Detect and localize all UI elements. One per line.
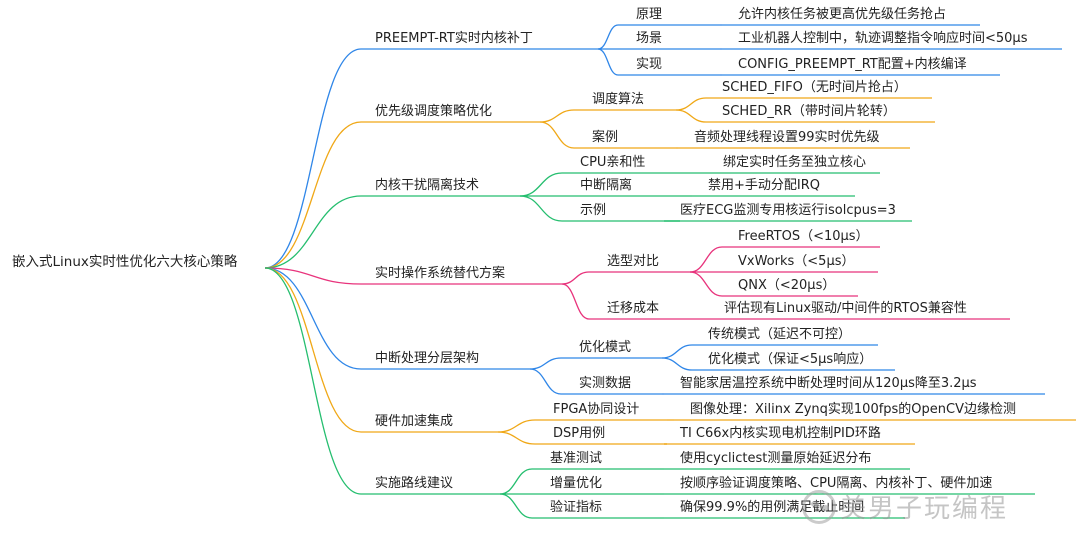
sub-node: 原理: [636, 7, 663, 22]
sub-node: 基准测试: [550, 451, 603, 466]
leaf-connector: [689, 271, 723, 297]
leaf-node: 优化模式（保证<5μs响应）: [708, 352, 873, 367]
leaf-node: 按顺序验证调度策略、CPU隔离、内核补丁、硬件加速: [680, 476, 993, 491]
leaf-connector: [675, 97, 707, 111]
sub-node: 迁移成本: [607, 301, 660, 316]
branch-connector: [264, 195, 362, 269]
sub-node: 选型对比: [607, 254, 660, 269]
sub-connector: [497, 431, 536, 445]
branch-node: 硬件加速集成: [375, 414, 454, 429]
branch-connector: [264, 48, 362, 269]
sub-node: 增量优化: [550, 476, 603, 491]
leaf-node: SCHED_FIFO（无时间片抢占）: [722, 80, 907, 95]
sub-node: 优化模式: [579, 340, 632, 355]
branch-connector: [264, 267, 362, 433]
sub-connector: [597, 24, 619, 50]
leaf-node: VxWorks（<5μs）: [738, 254, 855, 269]
leaf-connector: [661, 344, 693, 359]
leaf-connector: [675, 109, 707, 123]
leaf-connector: [689, 246, 723, 273]
leaf-node: 图像处理：Xilinx Zynq实现100fps的OpenCV边缘检测: [690, 402, 1017, 417]
leaf-node: 禁用+手动分配IRQ: [708, 178, 820, 193]
leaf-node: 音频处理线程设置99实时优先级: [694, 130, 880, 145]
watermark-text: 美男子玩编程: [840, 494, 1009, 524]
sub-connector: [539, 121, 575, 149]
sub-connector: [519, 195, 563, 222]
leaf-node: 允许内核任务被更高优先级任务抢占: [738, 7, 947, 22]
leaf-node: TI C66x内核实现电机控制PID环路: [680, 426, 881, 441]
branch-node: PREEMPT-RT实时内核补丁: [375, 31, 533, 46]
leaf-node: 传统模式（延迟不可控）: [708, 327, 852, 342]
leaf-node: FreeRTOS（<10μs）: [738, 229, 869, 244]
sub-connector: [519, 172, 563, 197]
sub-connector: [539, 109, 575, 123]
sub-connector: [561, 283, 590, 320]
sub-node: 验证指标: [550, 500, 603, 515]
branch-node: 实施路线建议: [375, 476, 454, 491]
leaf-node: QNX（<20μs）: [738, 278, 836, 293]
sub-node: 中断隔离: [580, 178, 633, 193]
leaf-node: SCHED_RR（带时间片轮转）: [722, 104, 896, 119]
sub-connector: [529, 357, 562, 370]
sub-node: CPU亲和性: [580, 155, 646, 170]
leaf-connector: [661, 357, 693, 371]
sub-connector: [529, 368, 562, 395]
branch-node: 实时操作系统替代方案: [375, 266, 506, 281]
sub-connector: [561, 271, 590, 285]
branch-node: 内核干扰隔离技术: [375, 178, 480, 193]
branch-connector: [264, 267, 362, 495]
leaf-node: 工业机器人控制中，轨迹调整指令响应时间<50μs: [738, 31, 1028, 46]
wechat-icon: [802, 490, 836, 524]
sub-node: 实测数据: [579, 376, 632, 391]
branch-connector: [264, 267, 362, 370]
branch-node: 中断处理分层架构: [375, 351, 480, 366]
sub-connector: [497, 419, 536, 433]
sub-connector: [499, 493, 533, 519]
branch-connector: [264, 267, 362, 285]
leaf-node: 绑定实时任务至独立核心: [723, 155, 867, 170]
branch-connector: [264, 121, 362, 269]
sub-node: 调度算法: [592, 92, 645, 107]
sub-connector: [499, 468, 533, 495]
leaf-node: 医疗ECG监测专用核运行isolcpus=3: [680, 203, 896, 218]
leaf-node: 使用cyclictest测量原始延迟分布: [680, 451, 872, 466]
sub-connector: [597, 48, 619, 76]
sub-node: 场景: [636, 31, 663, 46]
sub-node: 实现: [636, 57, 663, 72]
leaf-node: 智能家居温控系统中断处理时间从120μs降至3.2μs: [680, 376, 977, 391]
sub-node: DSP用例: [553, 426, 606, 441]
leaf-node: 确保99.9%的用例满足截止时间: [680, 500, 865, 515]
leaf-node: CONFIG_PREEMPT_RT配置+内核编译: [738, 57, 967, 72]
sub-node: FPGA协同设计: [553, 402, 640, 417]
leaf-node: 评估现有Linux驱动/中间件的RTOS兼容性: [724, 301, 967, 316]
sub-node: 示例: [580, 203, 607, 218]
sub-node: 案例: [592, 130, 619, 145]
root-node: 嵌入式Linux实时性优化六大核心策略: [12, 254, 238, 270]
branch-node: 优先级调度策略优化: [375, 104, 493, 119]
